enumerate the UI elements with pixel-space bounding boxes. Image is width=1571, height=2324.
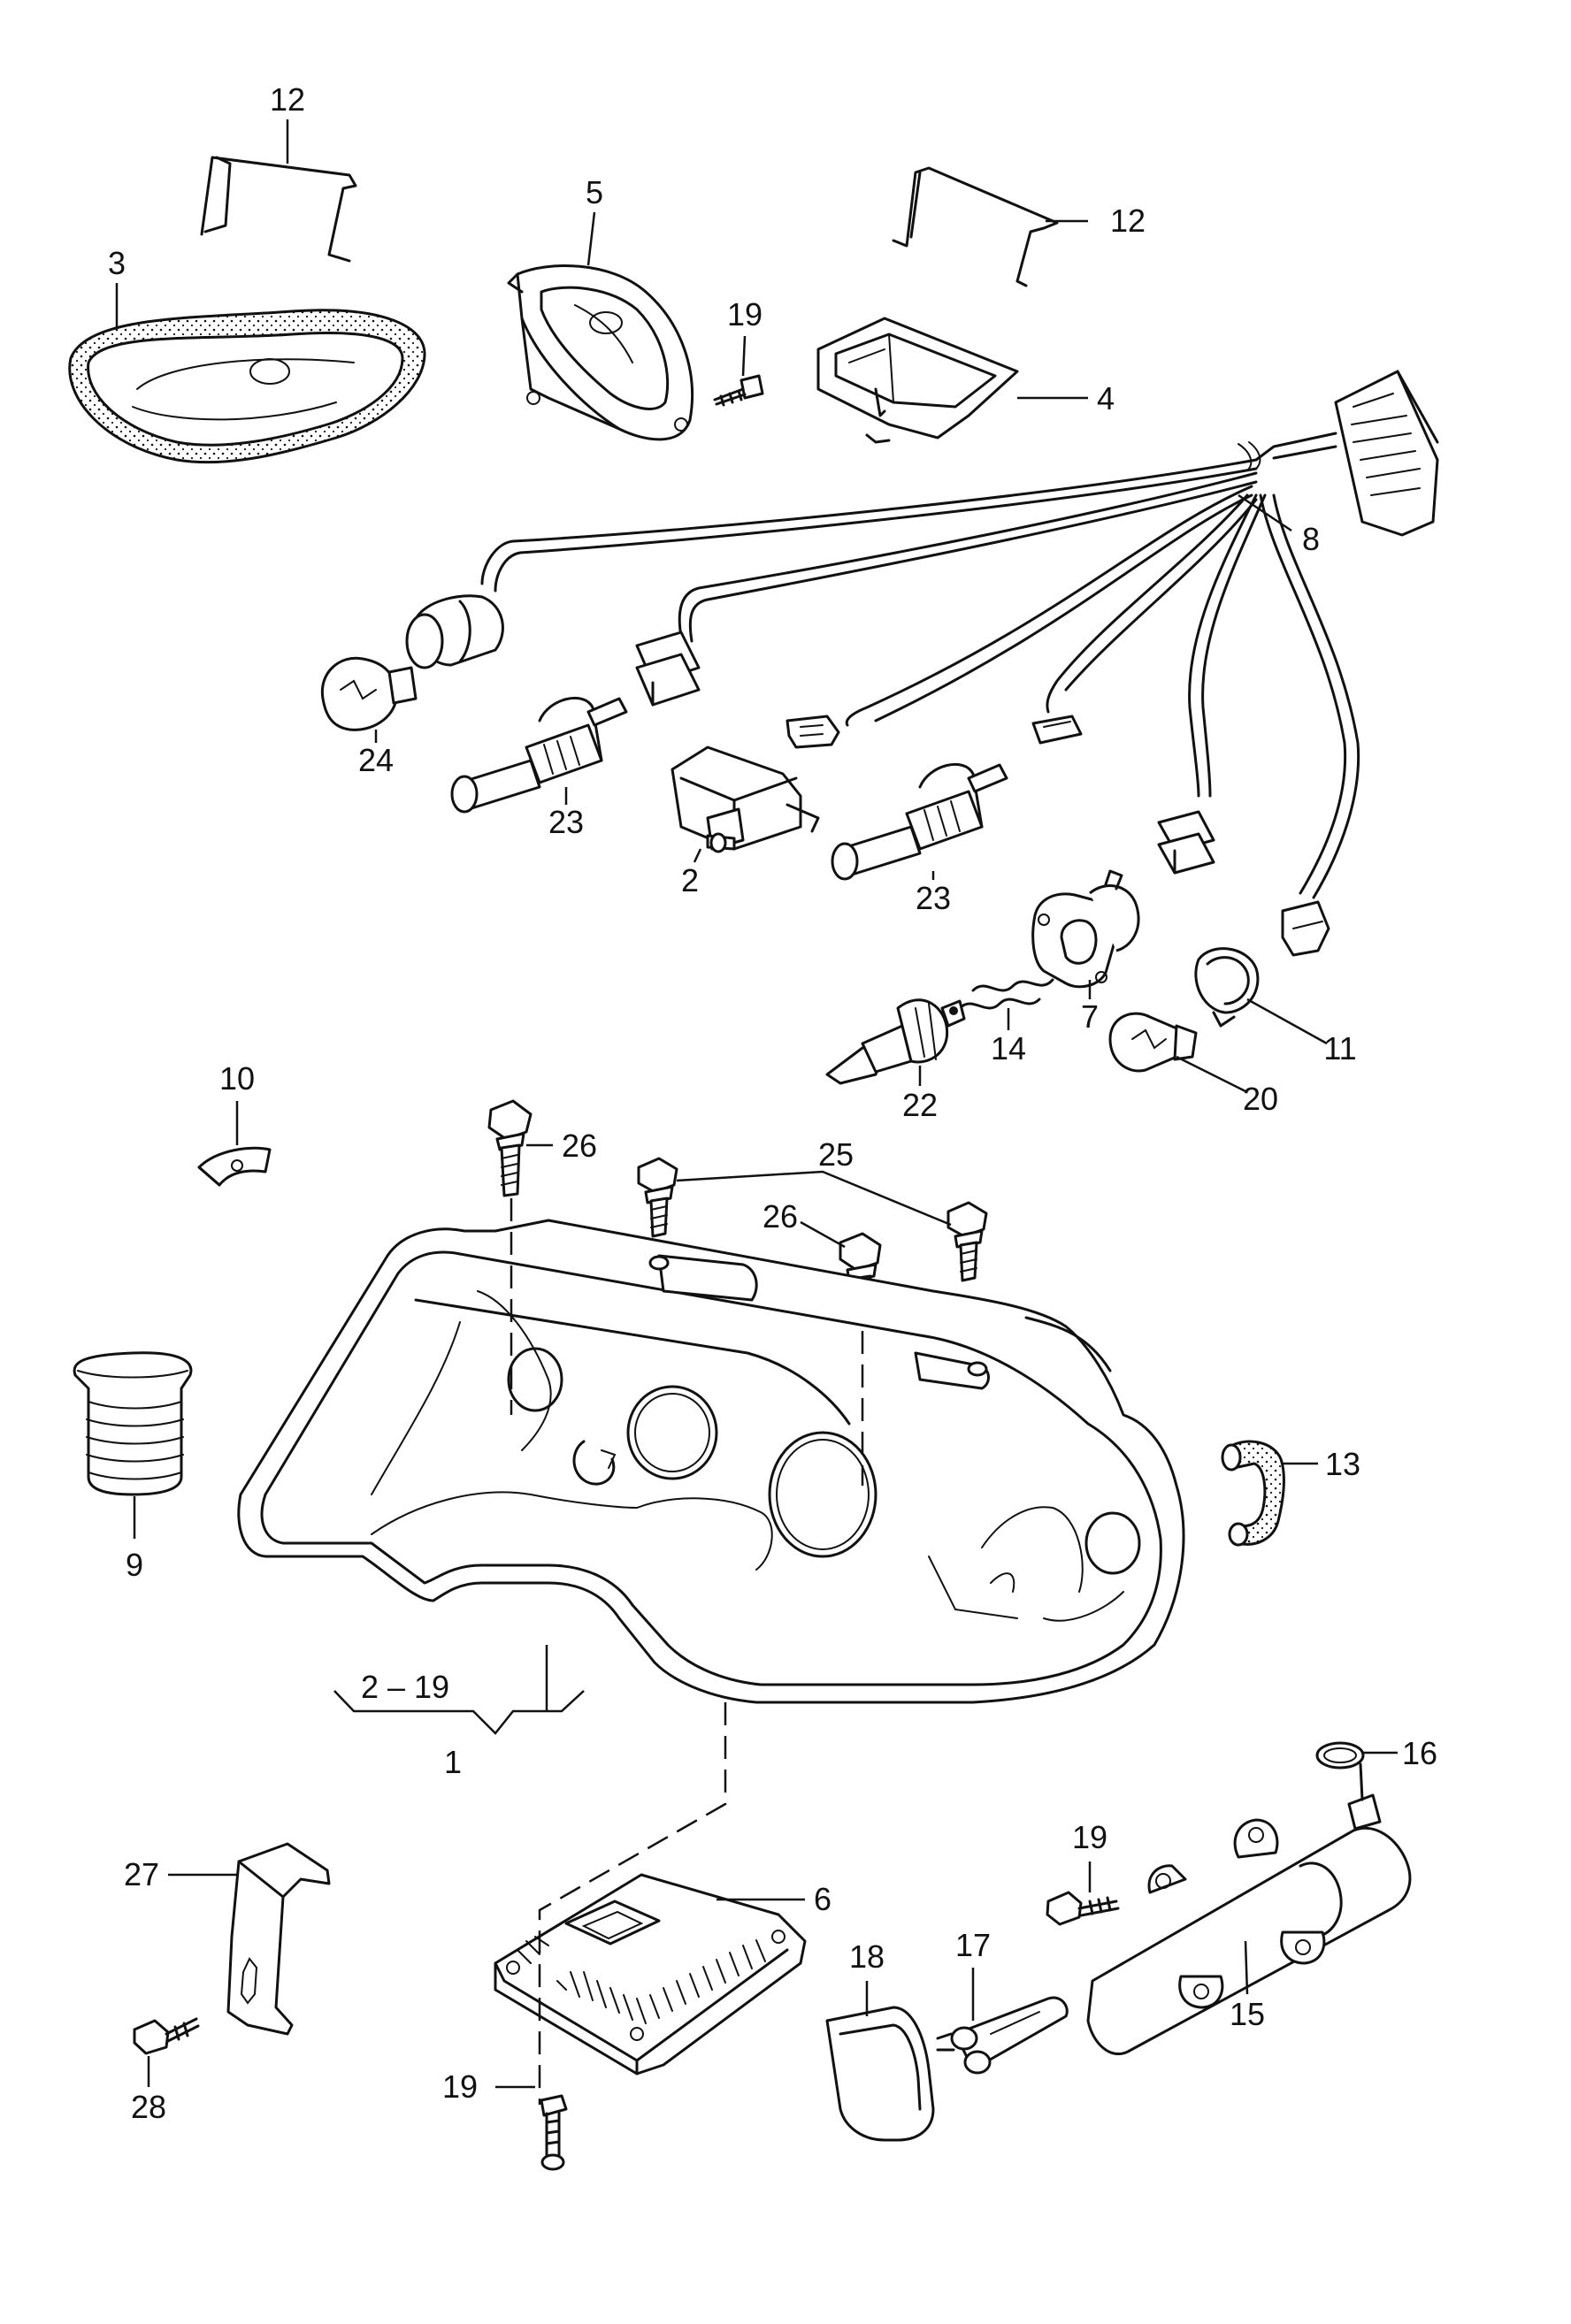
o-ring-16: [1315, 1741, 1365, 1770]
callout-3: 3: [108, 245, 126, 281]
xenon-bulb-22: [825, 998, 966, 1085]
callout-27: 27: [124, 1856, 159, 1892]
bulb-20: [1108, 1012, 1198, 1073]
socket-flange-7: [1031, 869, 1140, 989]
spring-clip-12-left: [200, 156, 357, 263]
mounting-frame-4: [816, 317, 1019, 444]
callout-25: 25: [818, 1136, 854, 1173]
callout-16: 16: [1402, 1735, 1437, 1771]
bracket-27: [226, 1842, 331, 2036]
callout-28: 28: [131, 2089, 166, 2125]
clip-10: [197, 1146, 272, 1187]
callout-23-right: 23: [916, 880, 951, 916]
callout-8: 8: [1302, 521, 1320, 557]
cover-cap-18: [825, 2006, 935, 2142]
mounting-frame-5: [507, 264, 694, 441]
spring-clip-12-right: [892, 166, 1059, 287]
callout-20: 20: [1243, 1081, 1278, 1117]
wiring-harness-8: [480, 370, 1439, 899]
connector-23-right: [1157, 810, 1215, 875]
screw-19-right: [1046, 1891, 1120, 1926]
bulb-socket-11: [1194, 947, 1260, 1028]
control-unit-6: [494, 1873, 807, 2076]
callout-18: 18: [849, 1938, 885, 1975]
callout-9: 9: [126, 1547, 143, 1583]
washer-nozzle-15: [1086, 1762, 1412, 2055]
callout-24: 24: [358, 742, 394, 778]
callout-26-left: 26: [562, 1128, 597, 1164]
callout-22: 22: [902, 1087, 938, 1123]
nozzle-17: [936, 1996, 1069, 2075]
callout-26-middle: 26: [763, 1198, 798, 1235]
halogen-bulb-23-left: [450, 696, 628, 814]
callout-4: 4: [1097, 380, 1115, 417]
callout-10: 10: [219, 1060, 255, 1097]
callout-1: 1: [444, 1744, 462, 1780]
bolt-25-left: [637, 1157, 678, 1238]
leader-lines: [115, 119, 1398, 2105]
callout-11: 11: [1323, 1030, 1356, 1066]
gasket-3: [68, 309, 426, 464]
connector-23-left: [635, 631, 701, 707]
callout-19-right: 19: [1072, 1819, 1107, 1855]
plug-9: [73, 1351, 193, 1496]
callout-14: 14: [991, 1030, 1026, 1066]
range-adjuster-2: [671, 745, 820, 853]
callout-6: 6: [814, 1881, 831, 1917]
screw-19-lower: [540, 2094, 568, 2171]
callout-2: 2: [681, 862, 699, 898]
callout-12-right: 12: [1110, 203, 1146, 239]
screw-28: [133, 2017, 200, 2055]
callout-17: 17: [955, 1927, 991, 1963]
bulb-socket-24: [320, 594, 504, 731]
callout-23-left: 23: [548, 804, 584, 840]
bolt-26-left: [487, 1099, 533, 1197]
callout-15: 15: [1230, 1996, 1265, 2032]
connector-bent-plug: [786, 715, 840, 749]
screw-19-upper: [713, 374, 764, 407]
callout-5: 5: [586, 174, 603, 210]
headlight-housing-1: [237, 1219, 1185, 1704]
callout-19-upper: 19: [727, 296, 763, 333]
bolt-25-right: [946, 1201, 988, 1282]
callout-7: 7: [1081, 998, 1099, 1035]
callout-12-left: 12: [270, 81, 305, 118]
callout-labels: 12 3 5 19 12 4 8 24 23 2 23 7 14 22 11 2…: [108, 81, 1437, 2125]
halogen-bulb-23-right: [831, 762, 1008, 881]
connector-small-plug: [1031, 715, 1083, 745]
hose-13: [1221, 1440, 1285, 1547]
spring-14: [958, 978, 1054, 1010]
connector-11-plug: [1281, 900, 1330, 957]
callout-19-lower: 19: [442, 2068, 478, 2105]
callout-13: 13: [1325, 1446, 1360, 1482]
callout-2-19: 2 – 19: [361, 1669, 449, 1705]
